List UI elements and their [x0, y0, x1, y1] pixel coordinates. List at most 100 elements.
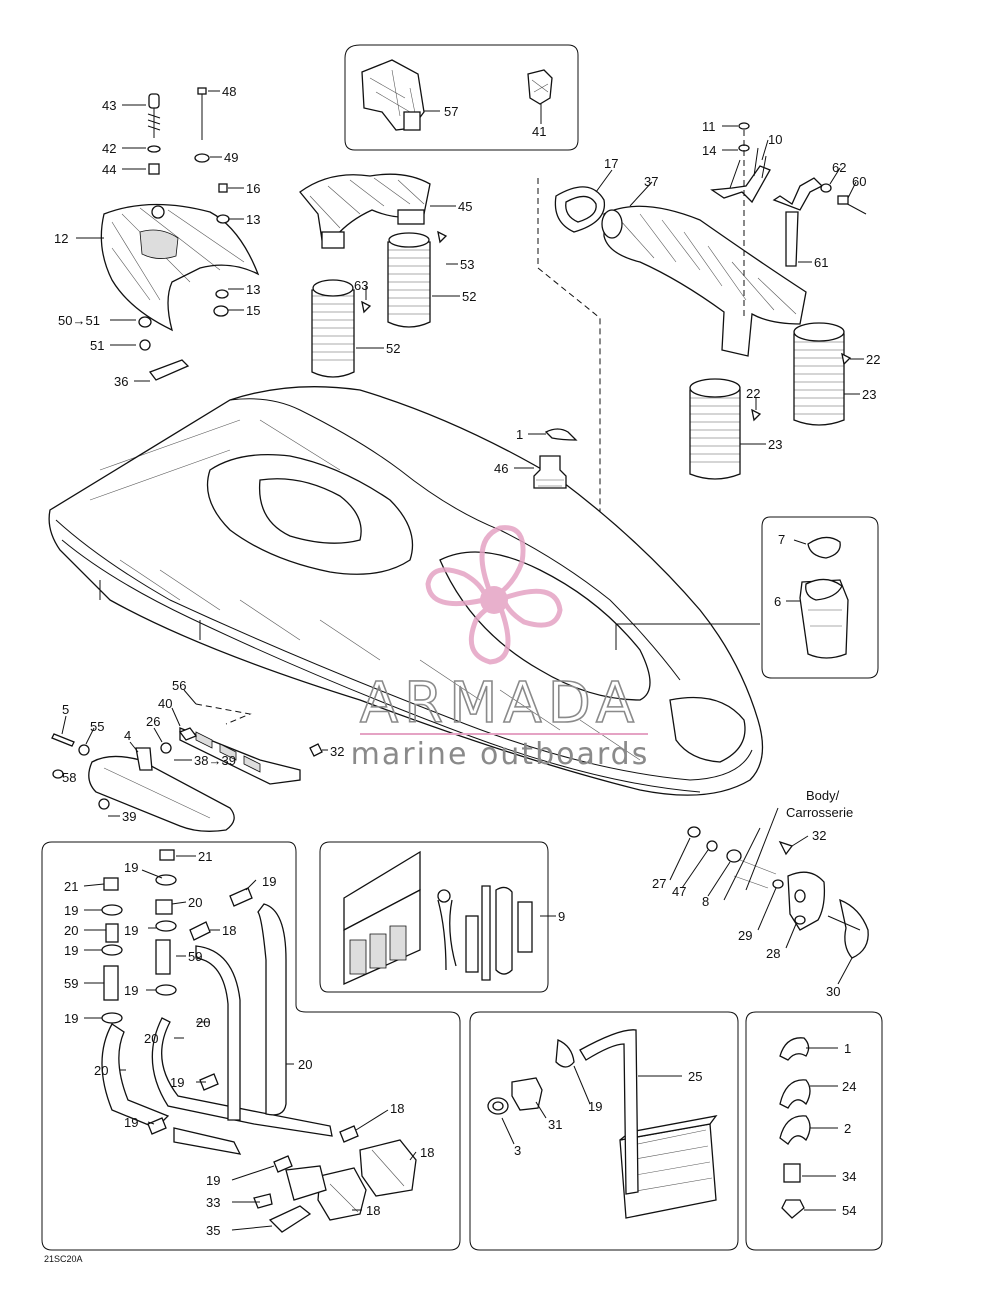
callout-58: 58 [62, 770, 76, 785]
callout-56: 56 [172, 678, 186, 693]
callout-30: 30 [826, 984, 840, 999]
callout-52b: 52 [386, 341, 400, 356]
watermark-title: ARMADA [360, 671, 640, 736]
callout-52a: 52 [462, 289, 476, 304]
lever-61-assembly [772, 177, 867, 267]
callout-29: 29 [738, 928, 752, 943]
frame-storage-bin [761, 516, 879, 679]
group-frames [41, 44, 883, 1251]
callout-15: 15 [246, 303, 260, 318]
callout-19-f2: 19 [262, 874, 276, 889]
callout-21-f1: 21 [198, 849, 212, 864]
callout-22b: 22 [746, 386, 760, 401]
clips-22 [751, 352, 852, 422]
callout-2: 2 [844, 1121, 851, 1136]
callout-36: 36 [114, 374, 128, 389]
frame-top-brackets [344, 44, 579, 151]
callout-14: 14 [702, 143, 716, 158]
callout-23a: 23 [862, 387, 876, 402]
callout-24: 24 [842, 1079, 856, 1094]
callout-25: 25 [688, 1069, 702, 1084]
body-label-line1: Body/ [806, 788, 840, 803]
watermark: ARMADA marine outboards [351, 525, 650, 772]
callout-63: 63 [354, 278, 368, 293]
callout-4: 4 [124, 728, 131, 743]
bracket-41 [527, 69, 553, 116]
gasket-17 [554, 186, 606, 233]
callout-26: 26 [146, 714, 160, 729]
callout-54: 54 [842, 1203, 856, 1218]
callout-32b: 32 [812, 828, 826, 843]
callout-37: 37 [644, 174, 658, 189]
callout-13b: 13 [246, 282, 260, 297]
callout-47: 47 [672, 884, 686, 899]
clip-53-63 [361, 230, 448, 314]
callout-16: 16 [246, 181, 260, 196]
callout-20-f4: 20 [144, 1031, 158, 1046]
callout-41: 41 [532, 124, 546, 139]
bellows-23-upper [793, 322, 845, 426]
callout-11: 11 [702, 119, 716, 134]
lid-7 [807, 536, 841, 559]
callout-5: 5 [62, 702, 69, 717]
callout-18-f4: 18 [366, 1203, 380, 1218]
callout-19-bat: 19 [588, 1099, 602, 1114]
callout-7: 7 [778, 532, 785, 547]
callout-35: 35 [206, 1223, 220, 1238]
callout-6: 6 [774, 594, 781, 609]
callout-20-f5: 20 [298, 1057, 312, 1072]
callout-46: 46 [494, 461, 508, 476]
callout-39: 39 [122, 809, 136, 824]
callout-59-f2: 59 [64, 976, 78, 991]
storage-bin-6 [799, 578, 849, 659]
bracket-56 [179, 703, 301, 785]
callout-40: 40 [158, 696, 172, 711]
callout-13a: 13 [246, 212, 260, 227]
body-label-line2: Carrosserie [786, 805, 853, 820]
bellows-52-right [387, 232, 431, 328]
callout-1-hull: 1 [516, 427, 523, 442]
callout-19-f6: 19 [124, 983, 138, 998]
rail-38 [88, 755, 235, 832]
callout-49: 49 [224, 150, 238, 165]
callout-23b: 23 [768, 437, 782, 452]
callout-labels: 43 42 44 48 49 16 13 12 13 15 50→51 51 3… [44, 84, 880, 1264]
callout-21-f2: 21 [64, 879, 78, 894]
callout-19-f8: 19 [170, 1075, 184, 1090]
callout-27: 27 [652, 876, 666, 891]
callout-19-f1: 19 [124, 860, 138, 875]
callout-20-f3: 20 [196, 1015, 210, 1030]
callout-53: 53 [460, 257, 474, 272]
callout-19-f7: 19 [64, 1011, 78, 1026]
callout-12: 12 [54, 231, 68, 246]
bracket-57 [361, 59, 425, 131]
callout-8: 8 [702, 894, 709, 909]
callout-3: 3 [514, 1143, 521, 1158]
fasteners-left-mid [51, 727, 323, 810]
fitting-46 [533, 455, 567, 489]
callout-10: 10 [768, 132, 782, 147]
callout-31: 31 [548, 1117, 562, 1132]
callout-38-39: 38→39 [194, 753, 236, 768]
callout-57: 57 [444, 104, 458, 119]
watermark-subtitle: marine outboards [351, 737, 650, 772]
callout-9: 9 [558, 909, 565, 924]
callout-51: 51 [90, 338, 104, 353]
callout-55: 55 [90, 719, 104, 734]
callout-42: 42 [102, 141, 116, 156]
callout-19-f4: 19 [124, 923, 138, 938]
callout-61: 61 [814, 255, 828, 270]
callout-18-f3: 18 [420, 1145, 434, 1160]
callout-48: 48 [222, 84, 236, 99]
callout-28: 28 [766, 946, 780, 961]
air-intake-37 [601, 205, 807, 357]
latch-assembly [687, 807, 869, 959]
callout-18-f2: 18 [390, 1101, 404, 1116]
callout-17: 17 [604, 156, 618, 171]
fuel-lines [101, 849, 417, 1233]
bellows-52-left [311, 279, 355, 378]
callout-43: 43 [102, 98, 116, 113]
callout-19-f3: 19 [64, 903, 78, 918]
fasteners-left-stack [138, 87, 230, 381]
